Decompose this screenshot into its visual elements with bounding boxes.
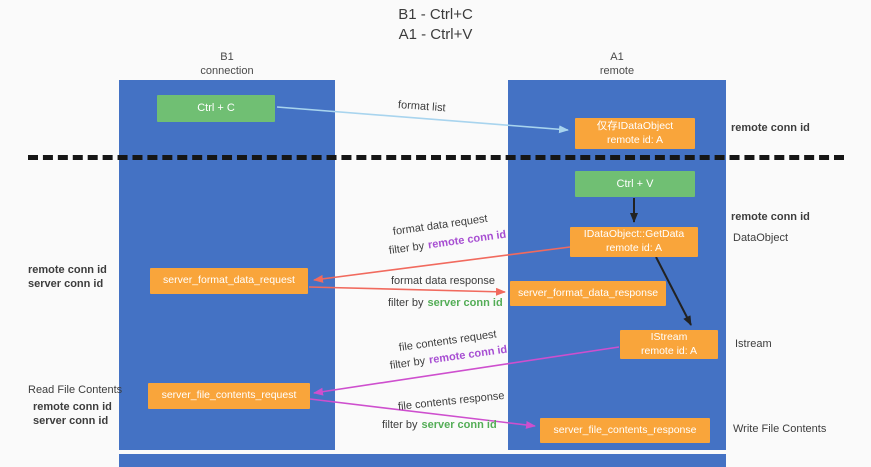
ctrl-v-label: Ctrl + V	[616, 177, 654, 190]
server-format-data-request-box: server_format_data_request	[150, 268, 308, 294]
filter-by-text: filter by	[388, 240, 425, 257]
right-remote-conn-id-2: remote conn id	[731, 211, 810, 223]
server-format-data-response-box: server_format_data_response	[510, 281, 666, 306]
read-file-contents-annotation: Read File Contents	[28, 384, 123, 396]
lane-header-a1: A1 remote	[508, 50, 726, 79]
getdata-line2: remote id: A	[605, 242, 663, 254]
idataobject-box: 仅存IDataObject remote id: A	[575, 118, 695, 149]
file-contents-response-edge-label: file contents response	[397, 389, 506, 413]
server-file-contents-request-box: server_file_contents_request	[148, 383, 310, 409]
left-server-conn-id-2: server conn id	[33, 415, 109, 427]
filter-by-text: filter by	[382, 419, 418, 431]
ctrl-c-box: Ctrl + C	[157, 95, 275, 122]
istream-annotation: Istream	[735, 338, 772, 350]
ctrl-c-label: Ctrl + C	[197, 102, 235, 115]
lane-header-b1: B1 connection	[119, 50, 335, 79]
bottom-connector-bar	[119, 454, 726, 467]
server-conn-id-text: server conn id	[427, 297, 503, 309]
server-format-data-response-label: server_format_data_response	[517, 286, 659, 299]
lane-a1-subtitle: remote	[599, 65, 635, 78]
lane-b1-subtitle: connection	[200, 65, 254, 78]
idataobject-line1: 仅存IDataObject	[596, 119, 674, 132]
idataobject-line2: remote id: A	[606, 133, 664, 146]
getdata-box: IDataObject::GetData remote id: A	[570, 227, 698, 257]
server-file-contents-response-label: server_file_contents_response	[553, 423, 697, 436]
ctrl-v-box: Ctrl + V	[575, 171, 695, 197]
server-conn-id-text: server conn id	[421, 419, 497, 431]
lane-a1-name: A1	[610, 51, 624, 63]
getdata-line1: IDataObject::GetData	[583, 228, 685, 241]
format-data-response-edge-label: format data response	[391, 275, 495, 287]
write-file-contents-annotation: Write File Contents	[733, 423, 827, 435]
dataobject-annotation: DataObject	[733, 232, 789, 244]
format-list-edge-label: format list	[397, 99, 446, 115]
left-server-conn-id-1: server conn id	[28, 278, 104, 290]
server-file-contents-request-label: server_file_contents_request	[161, 389, 297, 402]
diagram-title: B1 - Ctrl+C A1 - Ctrl+V	[0, 5, 871, 44]
arrow-format-data-response	[308, 286, 506, 296]
filter-by-text: filter by	[389, 355, 426, 372]
remote-conn-id-text: remote conn id	[427, 228, 507, 252]
title-line-2: A1 - Ctrl+V	[398, 25, 473, 43]
istream-line1: IStream	[650, 330, 688, 343]
machine-boundary-dashed-line	[28, 155, 844, 160]
title-line-1: B1 - Ctrl+C	[398, 6, 473, 23]
server-format-data-request-label: server_format_data_request	[163, 274, 295, 287]
lane-b1-name: B1	[220, 51, 234, 63]
istream-line2: remote id: A	[640, 344, 698, 357]
left-remote-conn-id-1: remote conn id	[28, 264, 107, 276]
server-file-contents-response-box: server_file_contents_response	[540, 418, 710, 443]
right-remote-conn-id-1: remote conn id	[731, 122, 810, 134]
filter-by-text: filter by	[388, 297, 424, 309]
istream-box: IStream remote id: A	[620, 330, 718, 359]
left-remote-conn-id-2: remote conn id	[33, 401, 112, 413]
